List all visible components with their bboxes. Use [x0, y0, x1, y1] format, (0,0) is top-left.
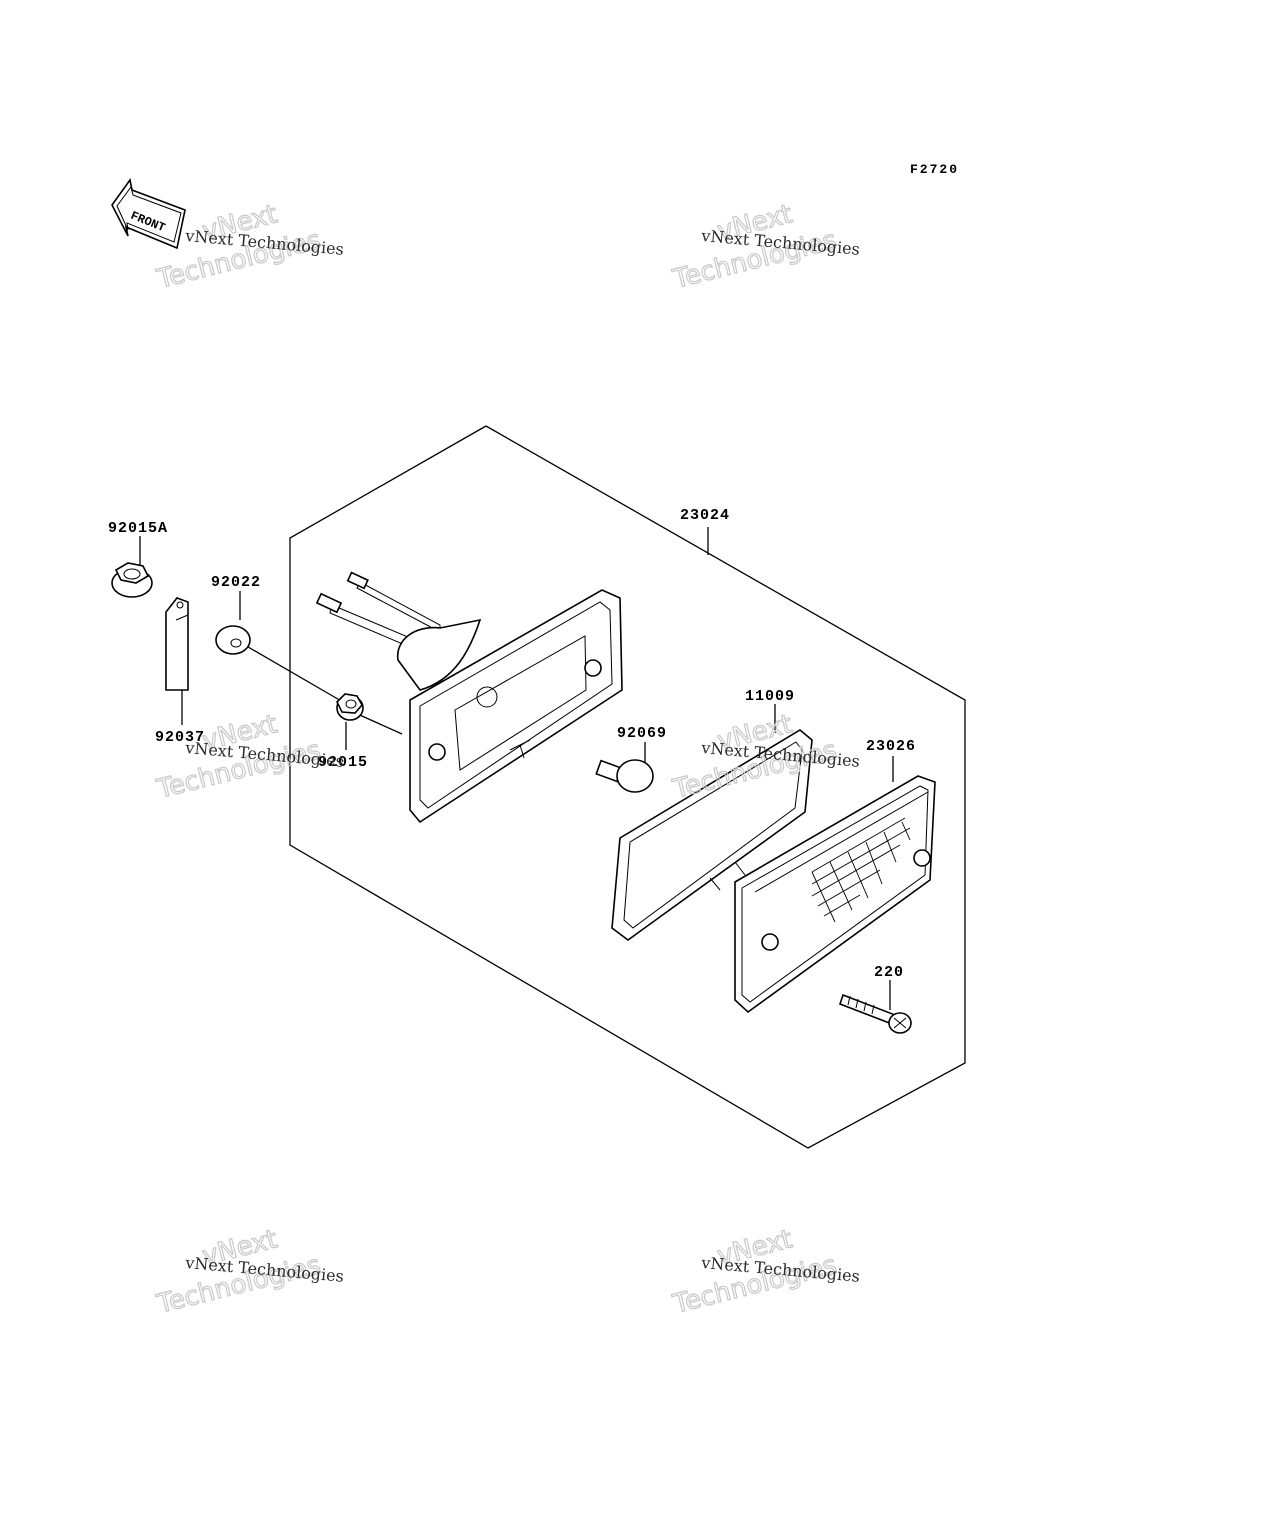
leader-lines — [139, 527, 894, 1010]
label-92037: 92037 — [155, 729, 205, 746]
label-92069: 92069 — [617, 725, 667, 742]
front-arrow-icon: FRONT — [111, 178, 186, 250]
lens-grid-pattern — [811, 817, 911, 923]
figure-code: F2720 — [910, 162, 959, 177]
label-23024: 23024 — [680, 507, 730, 524]
bracket-92037-icon — [165, 597, 189, 691]
screw-220-icon — [838, 993, 912, 1034]
lens-23026-icon — [734, 775, 936, 1014]
watermark-bottom-left: vNext Technologies vNext Technologies — [153, 1224, 345, 1321]
label-220: 220 — [874, 964, 904, 981]
flange-nut-92015a-icon — [111, 562, 153, 598]
assembly-box-outline — [289, 425, 966, 1149]
lamp-housing-23024-icon — [315, 571, 623, 824]
bulb-92069-icon — [595, 759, 654, 793]
gasket-11009-icon — [611, 729, 813, 941]
label-23026: 23026 — [866, 738, 916, 755]
label-92015a: 92015A — [108, 520, 168, 537]
washer-92022-icon — [215, 625, 251, 655]
label-92022: 92022 — [211, 574, 261, 591]
nut-92015-icon — [336, 693, 364, 721]
label-92015: 92015 — [318, 754, 368, 771]
watermark-bottom-right: vNext Technologies vNext Technologies — [669, 1224, 861, 1321]
watermark-top-right: vNext Technologies vNext Technologies — [669, 199, 861, 296]
label-11009: 11009 — [745, 688, 795, 705]
